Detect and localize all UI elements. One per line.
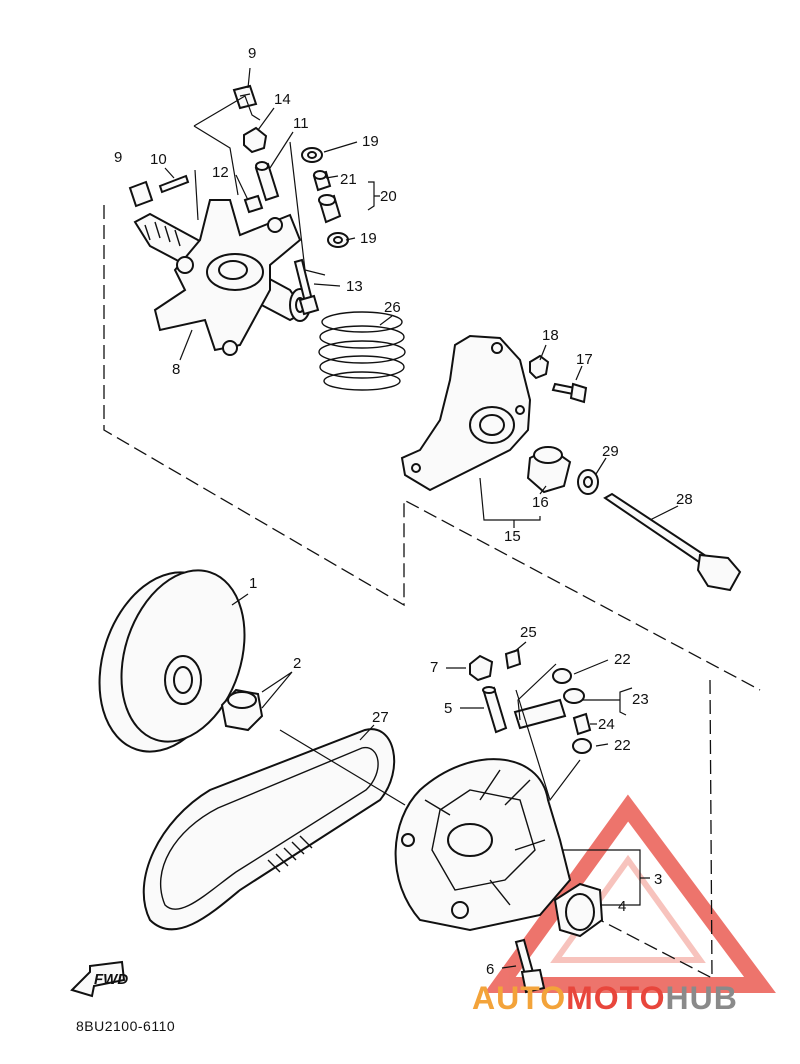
part-code: 8BU2100-6110 bbox=[76, 1018, 176, 1034]
callout-25: 25 bbox=[520, 624, 537, 641]
callout-29: 29 bbox=[602, 443, 619, 460]
part-15-cover bbox=[400, 334, 532, 492]
part-18-nut bbox=[529, 354, 550, 380]
part-13-bolt bbox=[293, 258, 320, 316]
callout-labels: 9 14 11 19 10 12 21 20 19 13 26 8 18 17 … bbox=[114, 45, 693, 978]
part-17-bolt bbox=[551, 382, 588, 404]
callout-17: 17 bbox=[576, 351, 593, 368]
callout-23: 23 bbox=[632, 691, 649, 708]
callout-19-bottom: 19 bbox=[360, 230, 377, 247]
callout-28: 28 bbox=[676, 491, 693, 508]
part-9-slider-left bbox=[128, 180, 154, 208]
part-19-washer-top bbox=[301, 147, 323, 163]
callout-27: 27 bbox=[372, 709, 389, 726]
part-27-belt bbox=[142, 728, 396, 931]
part-14-nut bbox=[243, 126, 268, 154]
callout-6: 6 bbox=[486, 961, 494, 978]
part-21-roller bbox=[312, 170, 332, 192]
part-24-roller bbox=[572, 712, 592, 736]
part-26-spring bbox=[318, 311, 406, 391]
watermark-part3: HUB bbox=[665, 980, 738, 1016]
part-22-nut-bottom bbox=[572, 738, 592, 754]
part-22-nut-top bbox=[552, 668, 572, 684]
part-16-bushing bbox=[526, 446, 572, 494]
callout-21: 21 bbox=[340, 171, 357, 188]
watermark-text: AUTOMOTOHUB bbox=[472, 980, 738, 1017]
watermark-part2: MOTO bbox=[566, 980, 666, 1016]
callout-15: 15 bbox=[504, 528, 521, 545]
callout-22-top: 22 bbox=[614, 651, 631, 668]
fwd-arrow-icon: FWD bbox=[70, 960, 128, 998]
part-3-movable-sheave bbox=[394, 758, 572, 932]
part-6-bolt bbox=[514, 938, 546, 994]
callout-9-top: 9 bbox=[248, 45, 256, 62]
leader-lines bbox=[164, 67, 679, 969]
callout-2: 2 bbox=[293, 655, 301, 672]
part-12-bolt bbox=[243, 194, 264, 214]
part-2-collar bbox=[220, 688, 264, 732]
callout-22-bottom: 22 bbox=[614, 737, 631, 754]
callout-7: 7 bbox=[430, 659, 438, 676]
part-19-washer-bottom bbox=[327, 232, 349, 248]
part-20-roller bbox=[318, 194, 342, 224]
lower-dashed-outline bbox=[599, 679, 713, 980]
upper-dashed-outline bbox=[103, 205, 761, 691]
callout-12: 12 bbox=[212, 164, 229, 181]
callout-5: 5 bbox=[444, 700, 452, 717]
callout-24: 24 bbox=[598, 716, 615, 733]
part-7-nut bbox=[469, 654, 494, 682]
part-5-shaft bbox=[482, 686, 508, 734]
part-11-sleeve bbox=[254, 161, 280, 202]
callout-18: 18 bbox=[542, 327, 559, 344]
callout-19-top: 19 bbox=[362, 133, 379, 150]
callout-20: 20 bbox=[380, 188, 397, 205]
callout-9-left: 9 bbox=[114, 149, 122, 166]
callout-13: 13 bbox=[346, 278, 363, 295]
watermark-part1: AUTO bbox=[472, 980, 567, 1016]
part-29-washer bbox=[577, 469, 599, 495]
callout-10: 10 bbox=[150, 151, 167, 168]
callout-1: 1 bbox=[249, 575, 257, 592]
callout-11: 11 bbox=[293, 115, 309, 132]
part-4-bushing bbox=[553, 882, 604, 938]
fwd-label: FWD bbox=[94, 971, 128, 988]
part-1-fixed-sheave bbox=[98, 569, 246, 753]
callout-26: 26 bbox=[384, 299, 401, 316]
part-25-pin bbox=[504, 648, 522, 670]
callout-3: 3 bbox=[654, 871, 662, 888]
callout-16: 16 bbox=[532, 494, 549, 511]
callout-4: 4 bbox=[618, 898, 626, 915]
part-28-long-bolt bbox=[603, 492, 742, 592]
callout-14: 14 bbox=[274, 91, 291, 108]
part-23-arm bbox=[513, 688, 585, 730]
callout-8: 8 bbox=[172, 361, 180, 378]
part-8-spider-shaft bbox=[133, 199, 311, 356]
part-10-pin bbox=[158, 174, 190, 194]
